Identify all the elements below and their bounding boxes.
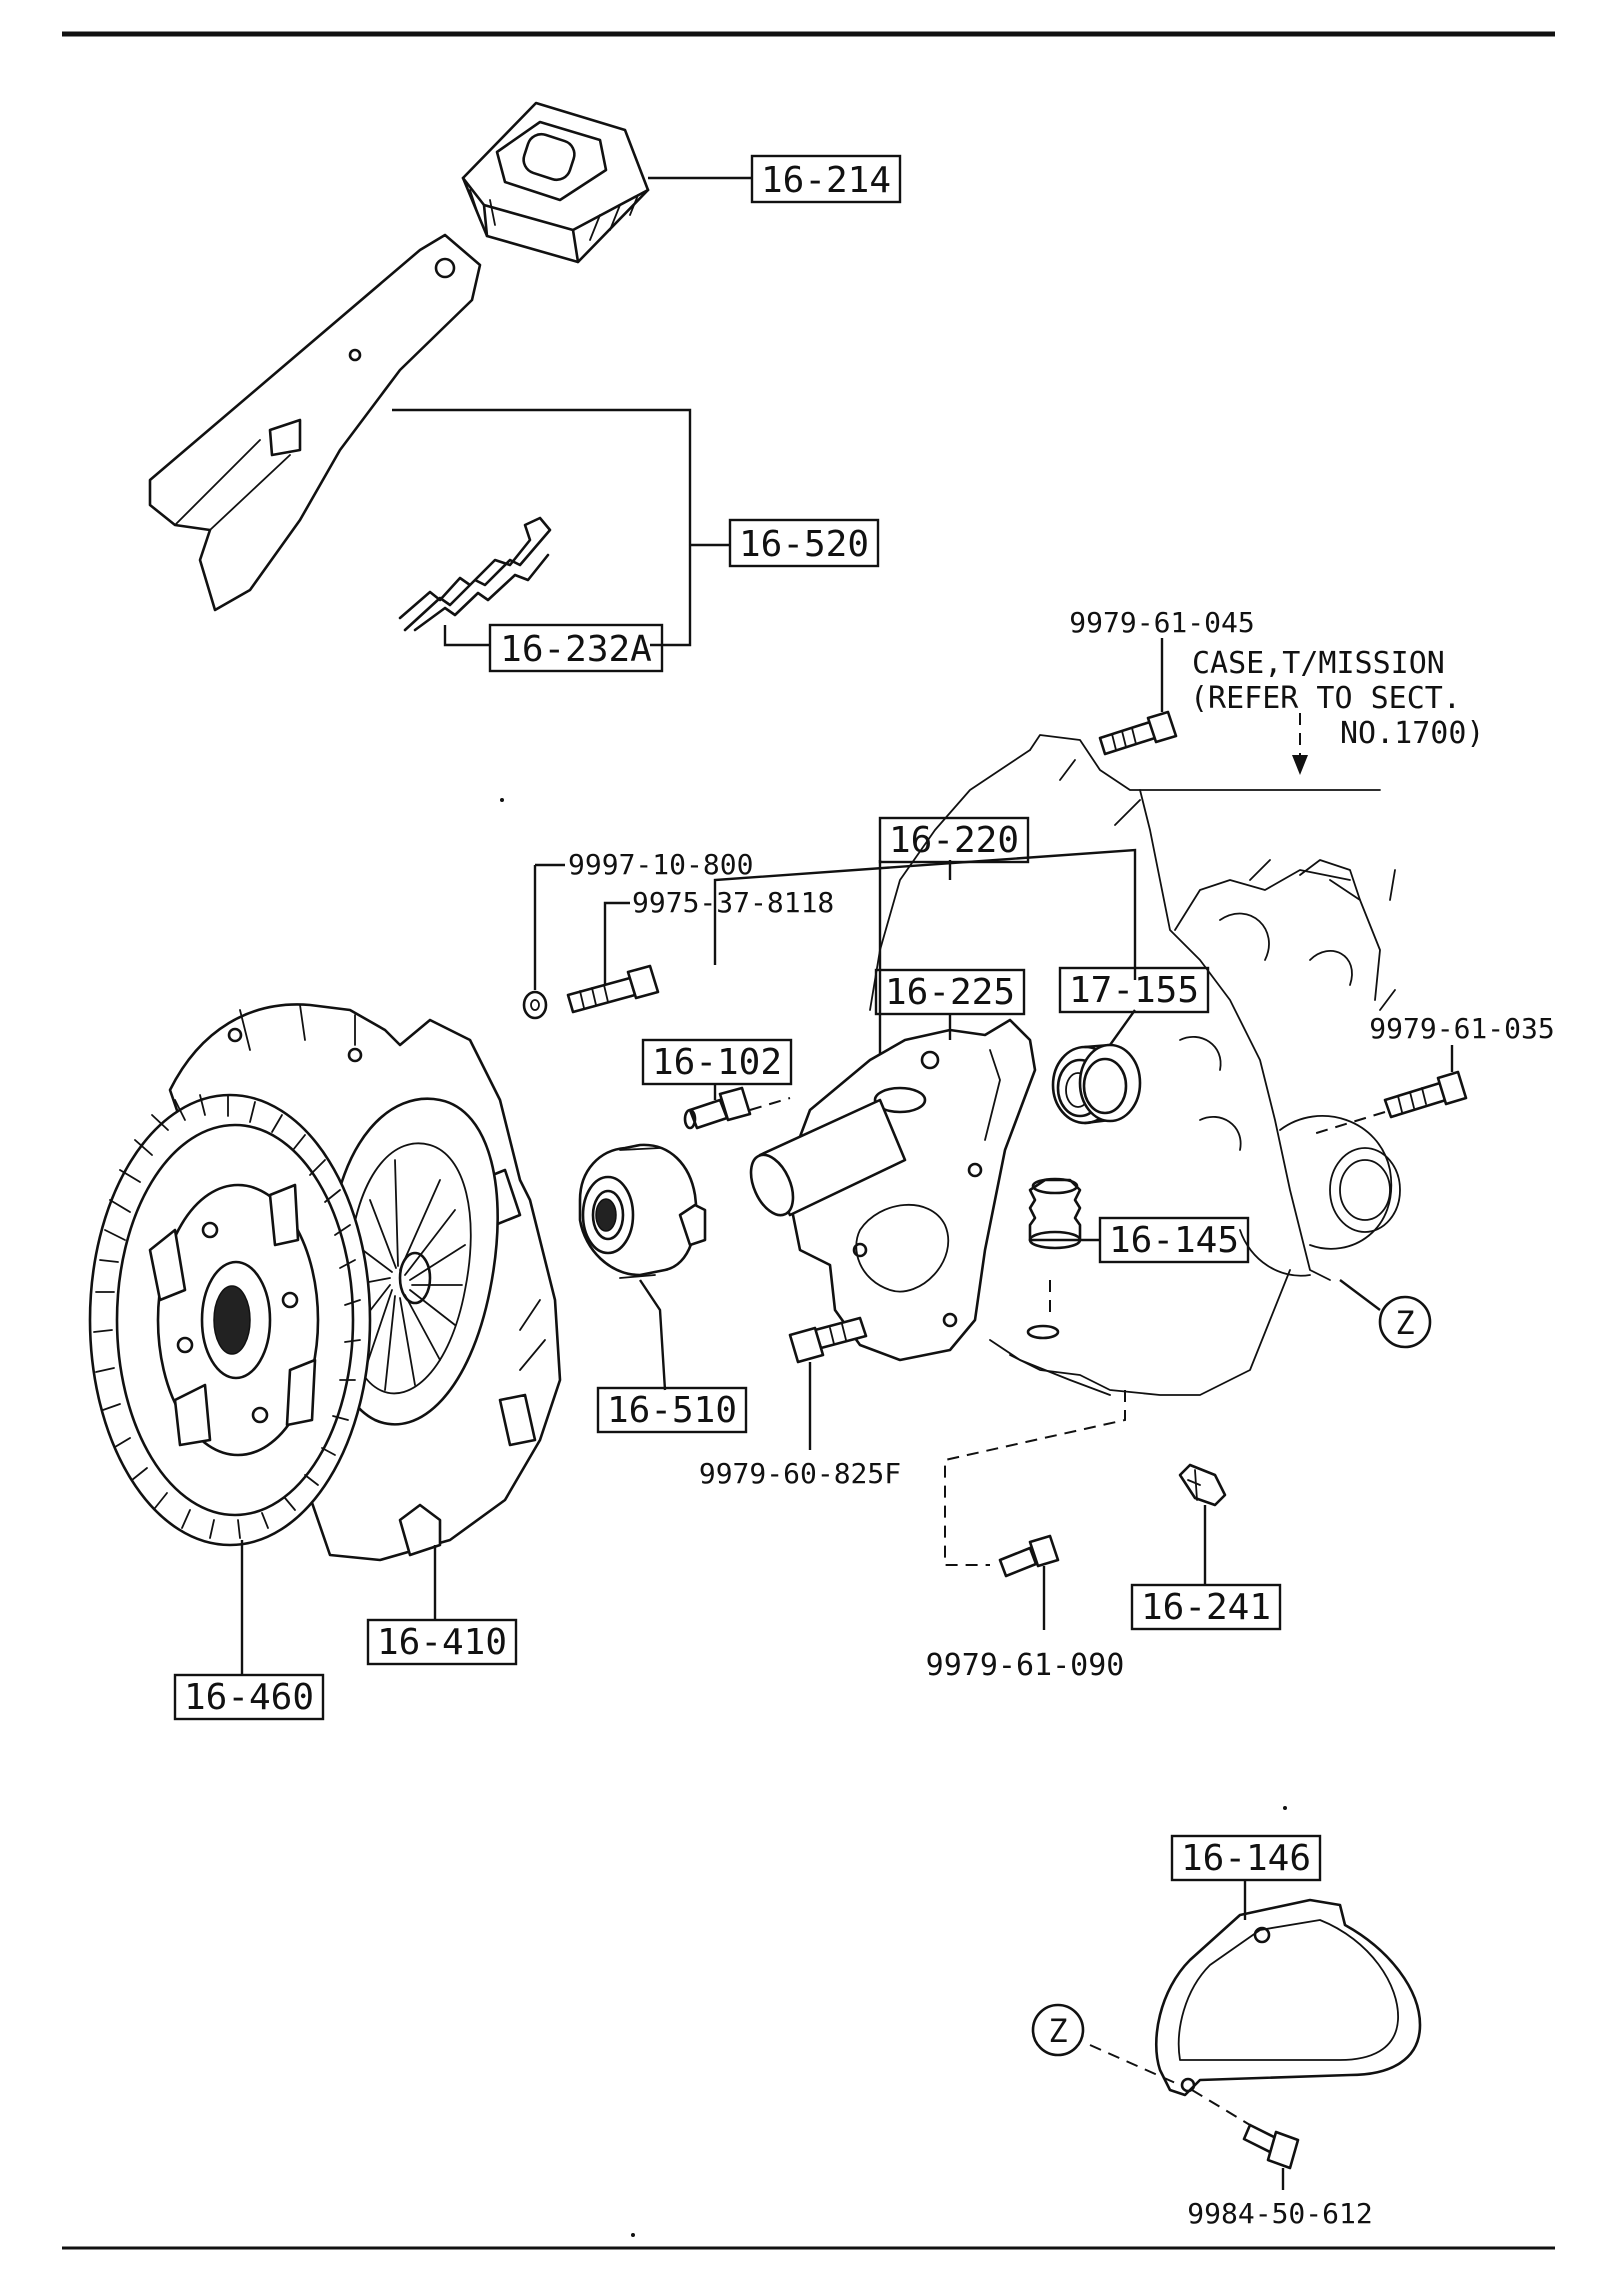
label-16-510: 16-510: [607, 1390, 737, 1431]
leader-16-232A: [443, 625, 490, 647]
stray-dot-2: [1283, 1806, 1287, 1810]
label-16-460: 16-460: [184, 1677, 314, 1718]
bolt-9975-37-8118: [566, 964, 660, 1014]
label-16-145: 16-145: [1109, 1220, 1239, 1261]
release-cylinder-housing-part: [788, 1018, 1037, 1362]
release-cylinder-tube: [749, 1098, 907, 1217]
bolt-9979-61-090: [998, 1534, 1060, 1578]
label-17-155: 17-155: [1069, 970, 1199, 1011]
dust-cover-16-146: [1154, 1898, 1422, 2097]
box-16-241: [1130, 1583, 1282, 1631]
cover-bolt-dashed: [1191, 2089, 1251, 2126]
case-arrow-icon: [1292, 755, 1308, 775]
clutch-release-bearing-16-510: [578, 1143, 707, 1279]
box-16-460: [173, 1673, 325, 1721]
z-marker-lower: Z: [1048, 2012, 1067, 2050]
leader-9975-37-8118: [603, 901, 630, 985]
box-16-146: [1170, 1834, 1322, 1882]
dust-boot-16-145: [1028, 1177, 1082, 1250]
label-9984-50-612: 9984-50-612: [1187, 2197, 1372, 2230]
box-16-410: [366, 1618, 518, 1666]
label-16-220: 16-220: [889, 820, 1019, 861]
case-note-line1: CASE,T/MISSION: [1192, 646, 1445, 681]
label-16-102: 16-102: [652, 1042, 782, 1083]
z-marker-upper-circle: [1378, 1295, 1432, 1349]
label-16-225: 16-225: [885, 972, 1015, 1013]
label-9997-10-800: 9997-10-800: [568, 848, 753, 881]
box-16-220: [878, 816, 1030, 864]
z-marker-lower-circle: [1031, 2003, 1085, 2057]
label-16-214: 16-214: [761, 160, 891, 201]
box-16-510: [596, 1386, 748, 1434]
boot-hole: [1026, 1324, 1060, 1340]
leader-16-220: [713, 848, 1137, 980]
label-16-410: 16-410: [377, 1622, 507, 1663]
label-9979-61-035: 9979-61-035: [1369, 1012, 1554, 1045]
bolt-9979-60-825F: [788, 1316, 868, 1364]
z-marker-upper: Z: [1395, 1304, 1414, 1342]
bleeder-screw-16-102: [683, 1086, 752, 1130]
leader-17-155: [1109, 1009, 1136, 1046]
label-16-520: 16-520: [739, 524, 869, 565]
retainer-spring-part: [398, 516, 552, 632]
label-9979-60-825F: 9979-60-825F: [699, 1457, 901, 1490]
bolt-9979-61-035: [1383, 1070, 1468, 1119]
leader-16-510: [639, 1279, 667, 1391]
case-note-line2: (REFER TO SECT.: [1190, 681, 1461, 716]
clip-16-241: [1178, 1463, 1227, 1507]
case-note-line3: NO.1700): [1340, 716, 1485, 751]
bolt-9979-61-045: [1098, 710, 1178, 756]
clutch-disc-16-460: [88, 1093, 372, 1547]
label-16-232A: 16-232A: [500, 629, 652, 670]
label-16-241: 16-241: [1141, 1587, 1271, 1628]
bolt-9984-50-612: [1242, 2123, 1300, 2170]
label-16-146: 16-146: [1181, 1838, 1311, 1879]
box-16-225: [874, 968, 1026, 1016]
box-16-520: [728, 518, 880, 568]
stray-dot-3: [631, 2233, 635, 2237]
washer-9997-10-800: [522, 990, 548, 1020]
oil-seal-17-155: [1051, 1043, 1142, 1125]
release-fork-part: [148, 233, 482, 612]
release-bearing-part: [461, 101, 650, 264]
leader-z-upper: [1339, 1279, 1381, 1311]
bolt-035-dashed: [1309, 1111, 1386, 1136]
cover-z-dashed: [1089, 2044, 1181, 2086]
leader-16-520: [392, 408, 730, 647]
label-9979-61-090: 9979-61-090: [926, 1648, 1125, 1683]
label-9975-37-8118: 9975-37-8118: [632, 886, 834, 919]
box-16-145: [1098, 1216, 1250, 1264]
bleeder-dashed: [749, 1097, 791, 1111]
lower-bracket-dashed: [944, 1390, 1126, 1566]
label-9979-61-045: 9979-61-045: [1069, 606, 1254, 639]
stray-dot: [500, 798, 504, 802]
box-16-102: [641, 1038, 793, 1086]
box-17-155: [1058, 966, 1210, 1014]
box-16-232A: [488, 623, 664, 673]
box-16-214: [750, 154, 902, 204]
